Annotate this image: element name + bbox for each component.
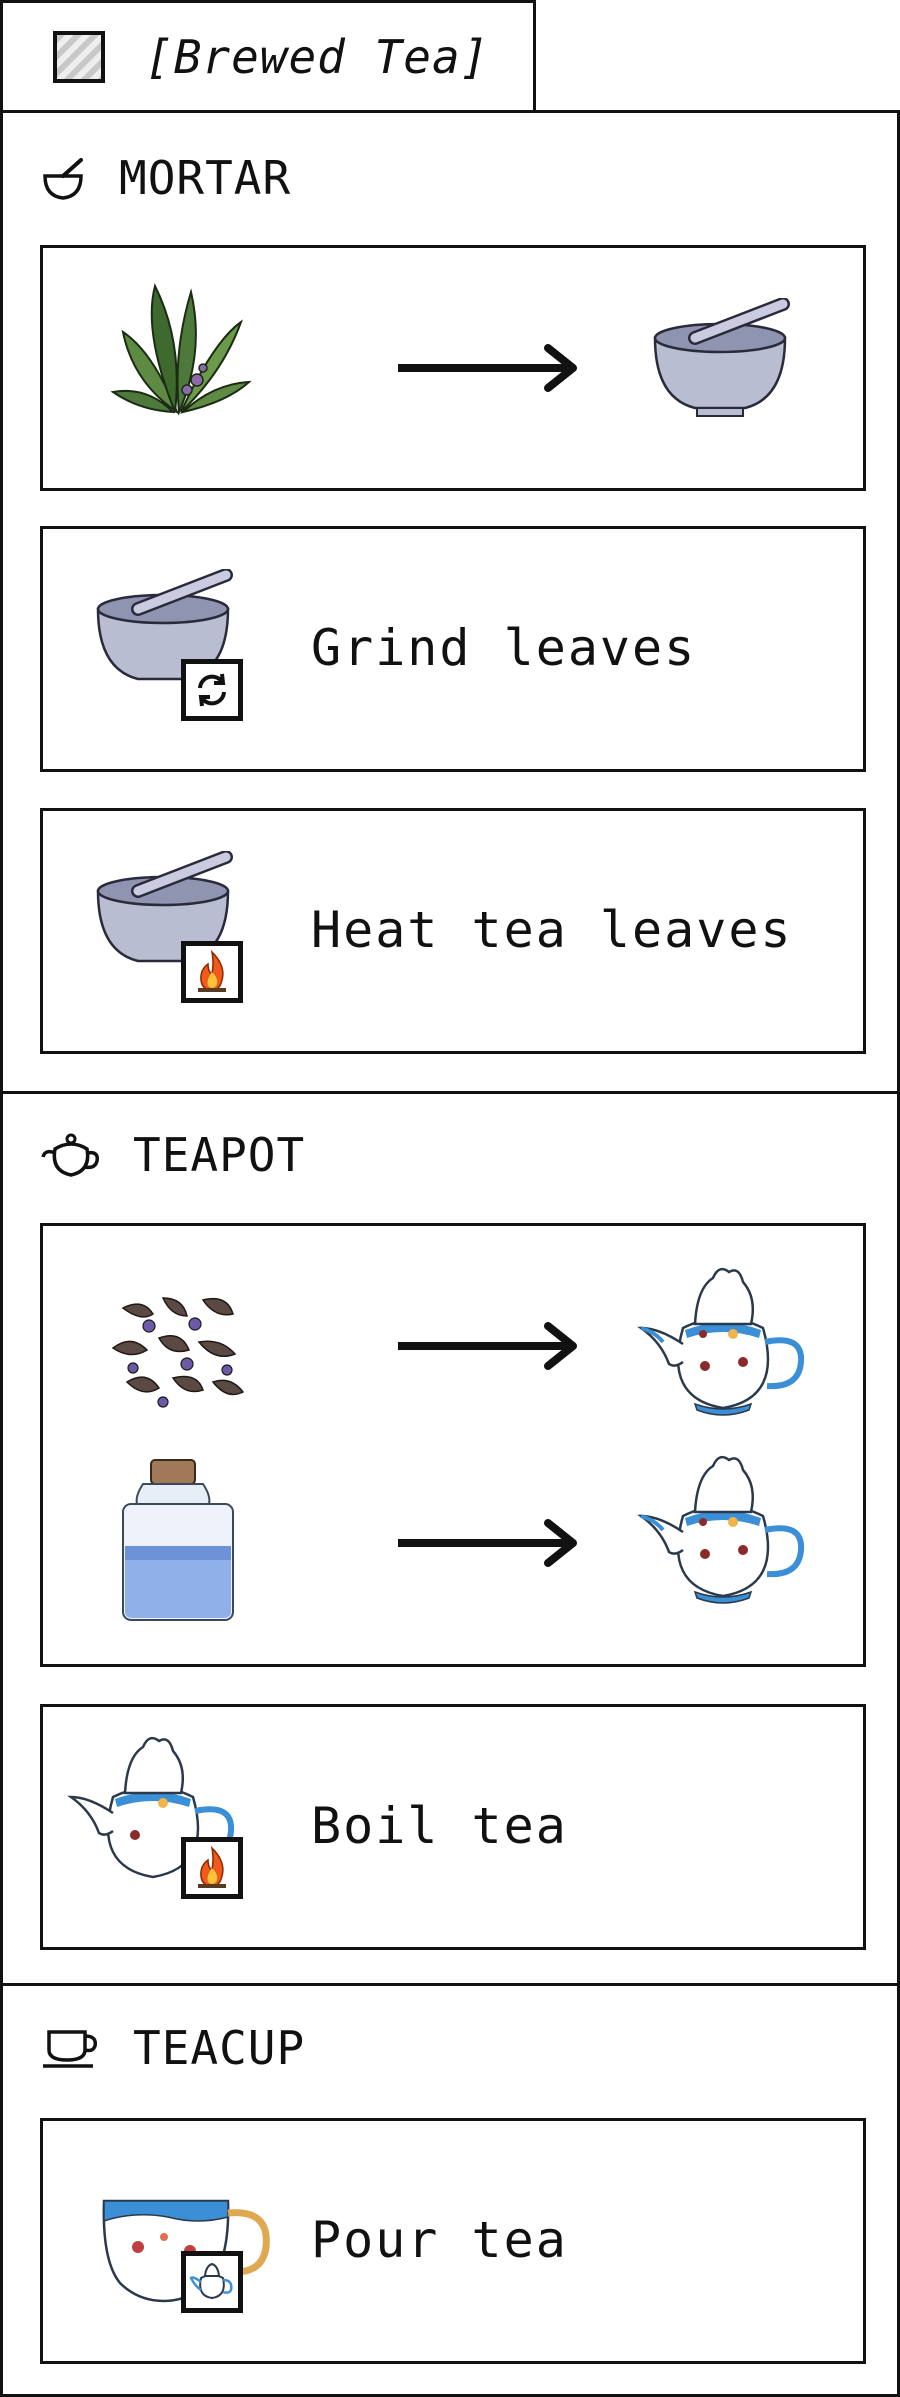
- water-bottle-icon: [122, 1459, 234, 1621]
- teapot-icon: [181, 2251, 243, 2313]
- hatched-swatch-icon: [53, 30, 105, 83]
- step-card-heat-tea-leaves[interactable]: Heat tea leaves: [40, 808, 866, 1054]
- recipe-row: [43, 278, 863, 458]
- step-label: Grind leaves: [311, 619, 697, 677]
- fire-icon: [181, 1837, 243, 1899]
- herb-leaves-icon: [110, 283, 252, 416]
- teapot-icon: [41, 1133, 100, 1177]
- section-title-mortar: MORTAR: [41, 151, 291, 205]
- section-divider: [3, 1091, 900, 1094]
- fire-icon: [181, 941, 243, 1003]
- teapot-recipe-card: [40, 1223, 866, 1667]
- recipe-panel: MORTAR: [0, 110, 900, 2397]
- step-label: Boil tea: [311, 1797, 568, 1855]
- mortar-pestle-icon: [653, 298, 790, 417]
- arrow-icon: [398, 344, 577, 392]
- arrow-icon: [398, 1322, 577, 1370]
- section-title-teapot: TEAPOT: [41, 1128, 305, 1182]
- recipe-title: [Brewed Tea]: [145, 29, 490, 84]
- arrow-icon: [398, 1519, 577, 1567]
- mortar-icon: [43, 158, 83, 200]
- section-title-teacup: TEACUP: [41, 2021, 305, 2075]
- recipe-row: [43, 1246, 863, 1446]
- step-label: Pour tea: [311, 2211, 568, 2269]
- step-card-boil-tea[interactable]: Boil tea: [40, 1704, 866, 1950]
- refresh-icon: [181, 659, 243, 721]
- section-divider: [3, 1983, 900, 1986]
- recipe-tab[interactable]: [Brewed Tea]: [0, 0, 536, 110]
- teapot-icon: [67, 1736, 235, 1879]
- mortar-pestle-icon: [96, 569, 233, 681]
- step-card-pour-tea[interactable]: Pour tea: [40, 2118, 866, 2364]
- teapot-icon: [637, 1455, 805, 1604]
- mortar-recipe-card: [40, 245, 866, 491]
- step-label: Heat tea leaves: [311, 901, 793, 959]
- step-card-grind-leaves[interactable]: Grind leaves: [40, 526, 866, 772]
- teacup-icon: [43, 2030, 98, 2068]
- dried-tea-leaves-icon: [111, 1297, 245, 1408]
- recipe-row: [43, 1446, 863, 1646]
- teapot-icon: [637, 1267, 805, 1416]
